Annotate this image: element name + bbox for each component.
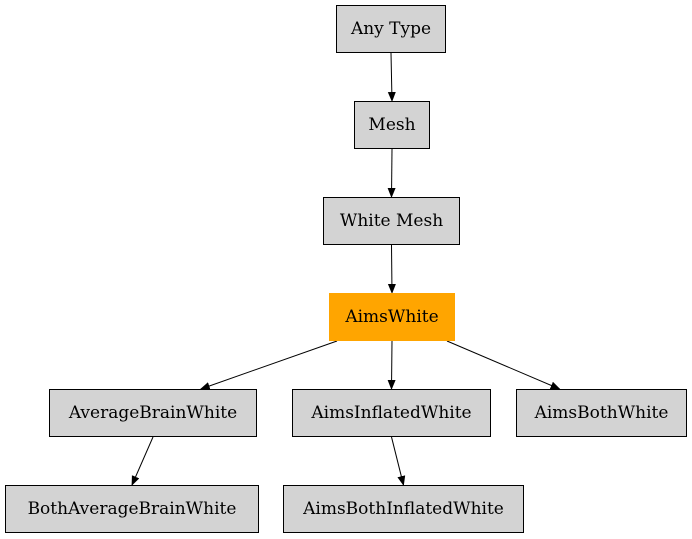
node-aims-inflated-white[interactable]: AimsInflatedWhite [292,389,491,437]
node-aims-white[interactable]: AimsWhite [329,293,455,341]
node-aims-both-inflated-white[interactable]: AimsBothInflatedWhite [283,485,524,533]
edge-average-brain-white-to-both-average-brain-white [131,436,154,486]
node-both-average-brain-white[interactable]: BothAverageBrainWhite [5,485,259,533]
edge-aims-white-to-aims-inflated-white [387,340,396,390]
edge-aims-white-to-average-brain-white [199,340,338,390]
node-mesh[interactable]: Mesh [354,101,430,149]
node-any-type[interactable]: Any Type [336,5,446,53]
edge-mesh-to-white-mesh [387,148,396,198]
node-average-brain-white[interactable]: AverageBrainWhite [49,389,257,437]
edge-any-type-to-mesh [387,52,396,102]
node-aims-both-white[interactable]: AimsBothWhite [516,389,687,437]
node-white-mesh[interactable]: White Mesh [323,197,460,245]
edge-aims-inflated-white-to-aims-both-inflated-white [391,436,406,486]
edge-white-mesh-to-aims-white [387,244,396,294]
edge-aims-white-to-aims-both-white [446,340,561,390]
